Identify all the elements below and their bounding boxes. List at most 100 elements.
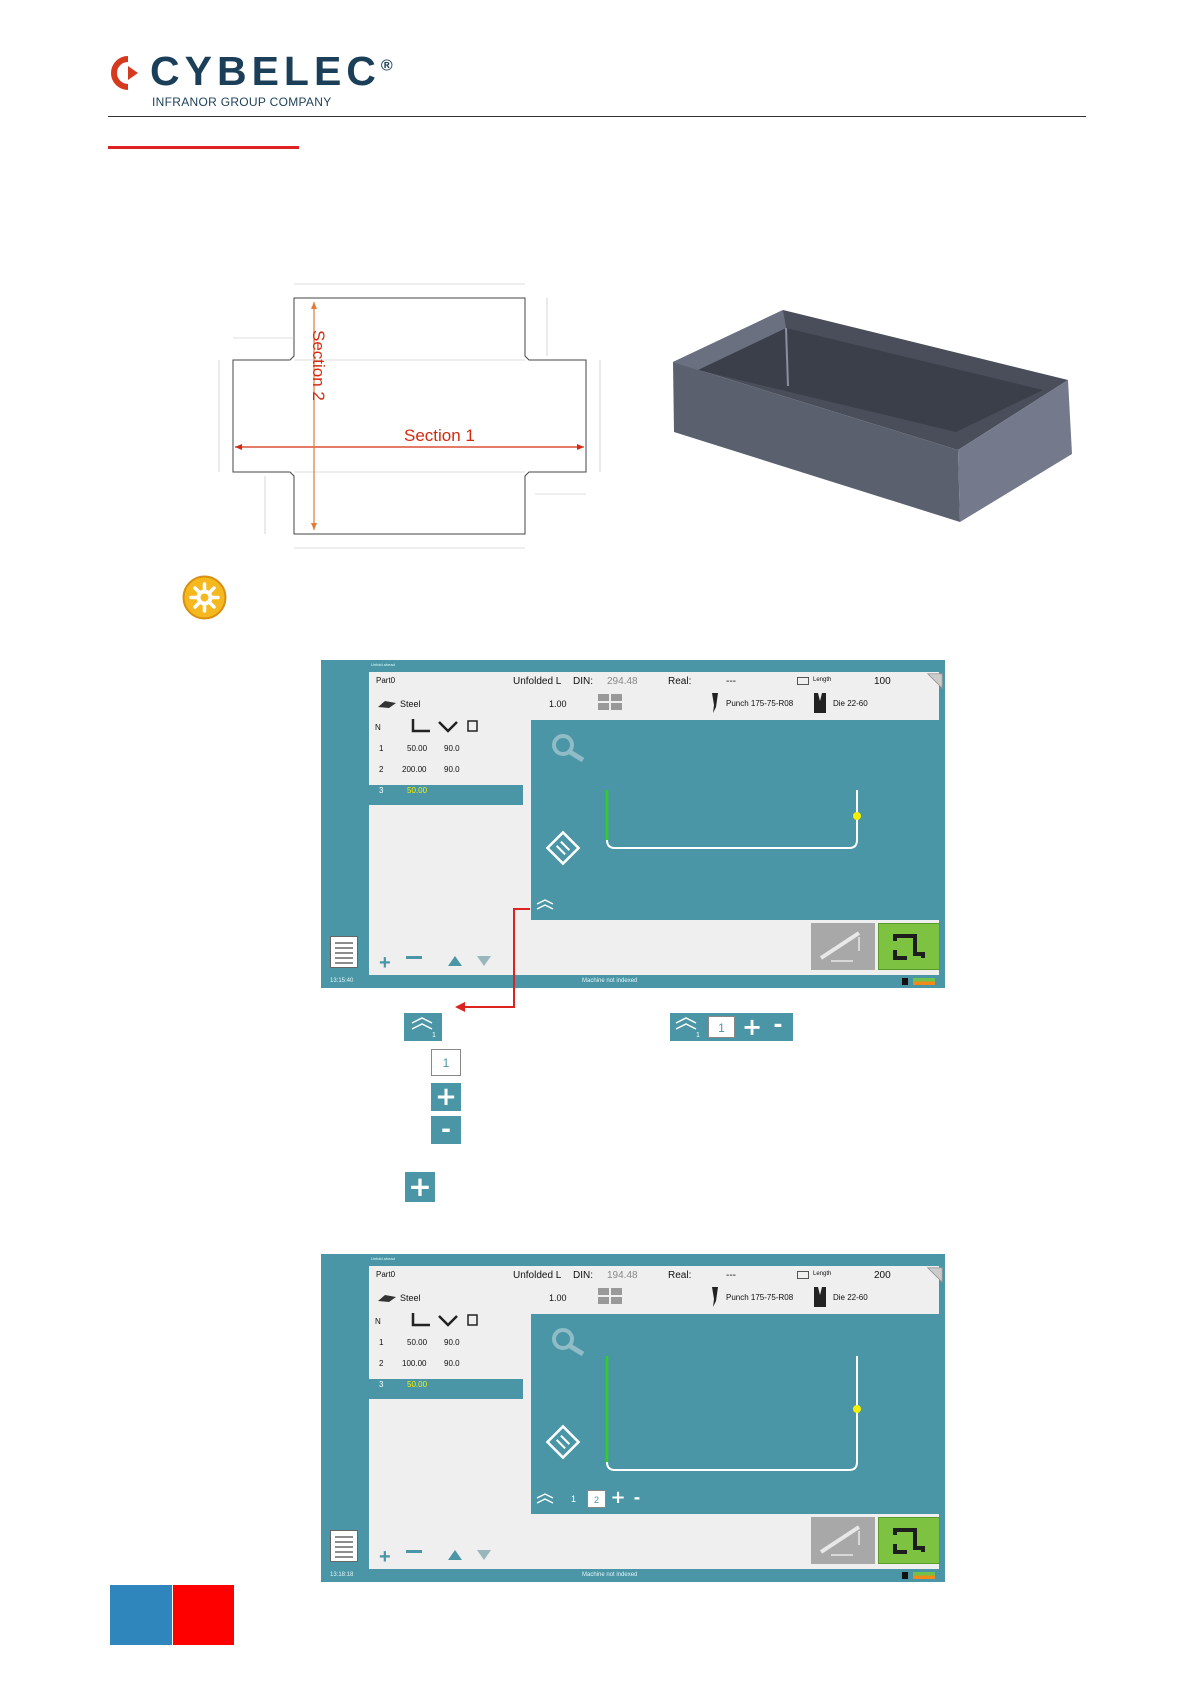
real-value: --- [726, 1270, 736, 1281]
material-icon [378, 701, 396, 708]
section-1-label: Section 1 [404, 426, 475, 445]
left-bar [321, 1264, 369, 1569]
footer-red-block [173, 1585, 234, 1645]
add-bend-icon[interactable]: + [379, 952, 391, 974]
row-1-length[interactable]: 50.00 [407, 1338, 428, 1347]
section-add-button[interactable]: + [610, 1487, 626, 1508]
row-1-n: 1 [379, 1338, 384, 1347]
unfold-button[interactable] [811, 1517, 875, 1564]
machine-screen-1: Unfold ahead Part0 Unfolded L DIN: 294.4… [321, 660, 945, 988]
material-icon [378, 1295, 396, 1302]
row-2-n: 2 [379, 765, 384, 774]
flat-pattern-drawing [218, 283, 601, 549]
remove-section-button[interactable]: - [431, 1116, 461, 1144]
row-2-length[interactable]: 100.00 [402, 1359, 427, 1368]
din-value: 194.48 [607, 1270, 638, 1281]
section-tab-2[interactable]: 2 [587, 1490, 606, 1508]
selected-row-bg [369, 785, 523, 805]
section-number-box[interactable]: 1 [431, 1049, 461, 1076]
add-bend-icon[interactable]: + [379, 1546, 391, 1568]
bend-sequence-button[interactable] [878, 923, 940, 970]
move-down-icon[interactable] [477, 956, 491, 966]
toolbar-minus-button[interactable]: - [773, 1013, 783, 1038]
remove-bend-icon[interactable] [406, 956, 422, 959]
section-tab-button[interactable]: 1 [404, 1013, 442, 1041]
move-down-icon[interactable] [477, 1550, 491, 1560]
status-bars-icon [913, 978, 935, 985]
din-label: DIN: [573, 1270, 593, 1281]
machine-status: Machine not indexed [582, 1572, 638, 1578]
callout-arrow [455, 908, 530, 1012]
add-section-button-large[interactable]: + [405, 1172, 435, 1202]
list-view-icon[interactable] [330, 936, 358, 968]
length-column-icon [411, 719, 430, 733]
clock-time: 13:18:18 [330, 1572, 354, 1578]
col-n-header: N [375, 1317, 381, 1326]
din-value: 294.48 [607, 676, 638, 687]
add-section-button[interactable]: + [431, 1083, 461, 1111]
punch-icon [712, 1287, 718, 1307]
lock-icon [902, 978, 908, 985]
grid-icon [598, 694, 622, 710]
header-divider [108, 116, 1086, 117]
row-2-angle[interactable]: 90.0 [444, 1359, 460, 1368]
angle-column-icon [438, 1315, 458, 1327]
clock-time: 13:15:40 [330, 978, 354, 984]
section-tab-1[interactable]: 1 [571, 1494, 577, 1504]
list-view-icon[interactable] [330, 1530, 358, 1562]
length-column-icon [411, 1313, 430, 1327]
material-name[interactable]: Steel [400, 1293, 421, 1303]
cybelec-logo-icon [111, 56, 138, 90]
die-icon [814, 1287, 826, 1307]
screen-footer: 13:18:18 Machine not indexed [321, 1569, 945, 1582]
unfolded-label: Unfolded L [513, 1270, 562, 1281]
brand-name: CYBELEC® [150, 48, 393, 94]
bend-sequence-button[interactable] [878, 1517, 940, 1564]
left-bar [321, 670, 369, 975]
material-name[interactable]: Steel [400, 699, 421, 709]
row-1-angle[interactable]: 90.0 [444, 1338, 460, 1347]
thickness-value[interactable]: 1.00 [549, 699, 567, 709]
real-label: Real: [668, 676, 692, 687]
row-2-length[interactable]: 200.00 [402, 765, 427, 774]
punch-icon [712, 693, 718, 713]
svg-text:1: 1 [696, 1032, 700, 1039]
machine-screen-2: Unfold ahead Part0 Unfolded L DIN: 194.4… [321, 1254, 945, 1582]
move-up-icon[interactable] [448, 956, 462, 966]
col-n-header: N [375, 723, 381, 732]
length-label: Length [813, 1271, 832, 1277]
corner-fold-icon [926, 1267, 943, 1284]
remove-bend-icon[interactable] [406, 1550, 422, 1553]
row-2-angle[interactable]: 90.0 [444, 765, 460, 774]
unfold-button[interactable] [811, 923, 875, 970]
die-name[interactable]: Die 22-60 [833, 1293, 868, 1302]
toolbar-section-number[interactable]: 1 [708, 1016, 735, 1038]
move-up-icon[interactable] [448, 1550, 462, 1560]
screen-footer: 13:15:40 Machine not indexed [321, 975, 945, 988]
row-3-length[interactable]: 50.00 [407, 1380, 428, 1389]
section-remove-button[interactable]: - [633, 1488, 641, 1507]
box-3d-render [673, 310, 1072, 522]
notes-column-icon [467, 720, 478, 732]
machine-status: Machine not indexed [582, 978, 638, 984]
die-icon [814, 693, 826, 713]
length-value[interactable]: 100 [874, 676, 891, 687]
row-1-length[interactable]: 50.00 [407, 744, 428, 753]
corner-fold-icon [926, 673, 943, 690]
screen-title-strip [321, 1254, 945, 1264]
row-1-angle[interactable]: 90.0 [444, 744, 460, 753]
length-icon [797, 677, 809, 685]
die-name[interactable]: Die 22-60 [833, 699, 868, 708]
punch-name[interactable]: Punch 175-75-R08 [726, 1293, 794, 1302]
thickness-value[interactable]: 1.00 [549, 1293, 567, 1303]
punch-name[interactable]: Punch 175-75-R08 [726, 699, 794, 708]
toolbar-plus-button[interactable]: + [741, 1013, 763, 1041]
section-2-label: Section 2 [309, 330, 328, 401]
length-value[interactable]: 200 [874, 1270, 891, 1281]
notes-column-icon [467, 1314, 478, 1326]
row-3-n: 3 [379, 786, 384, 795]
status-bars-icon [913, 1572, 935, 1579]
row-2-n: 2 [379, 1359, 384, 1368]
row-3-length[interactable]: 50.00 [407, 786, 428, 795]
row-1-n: 1 [379, 744, 384, 753]
